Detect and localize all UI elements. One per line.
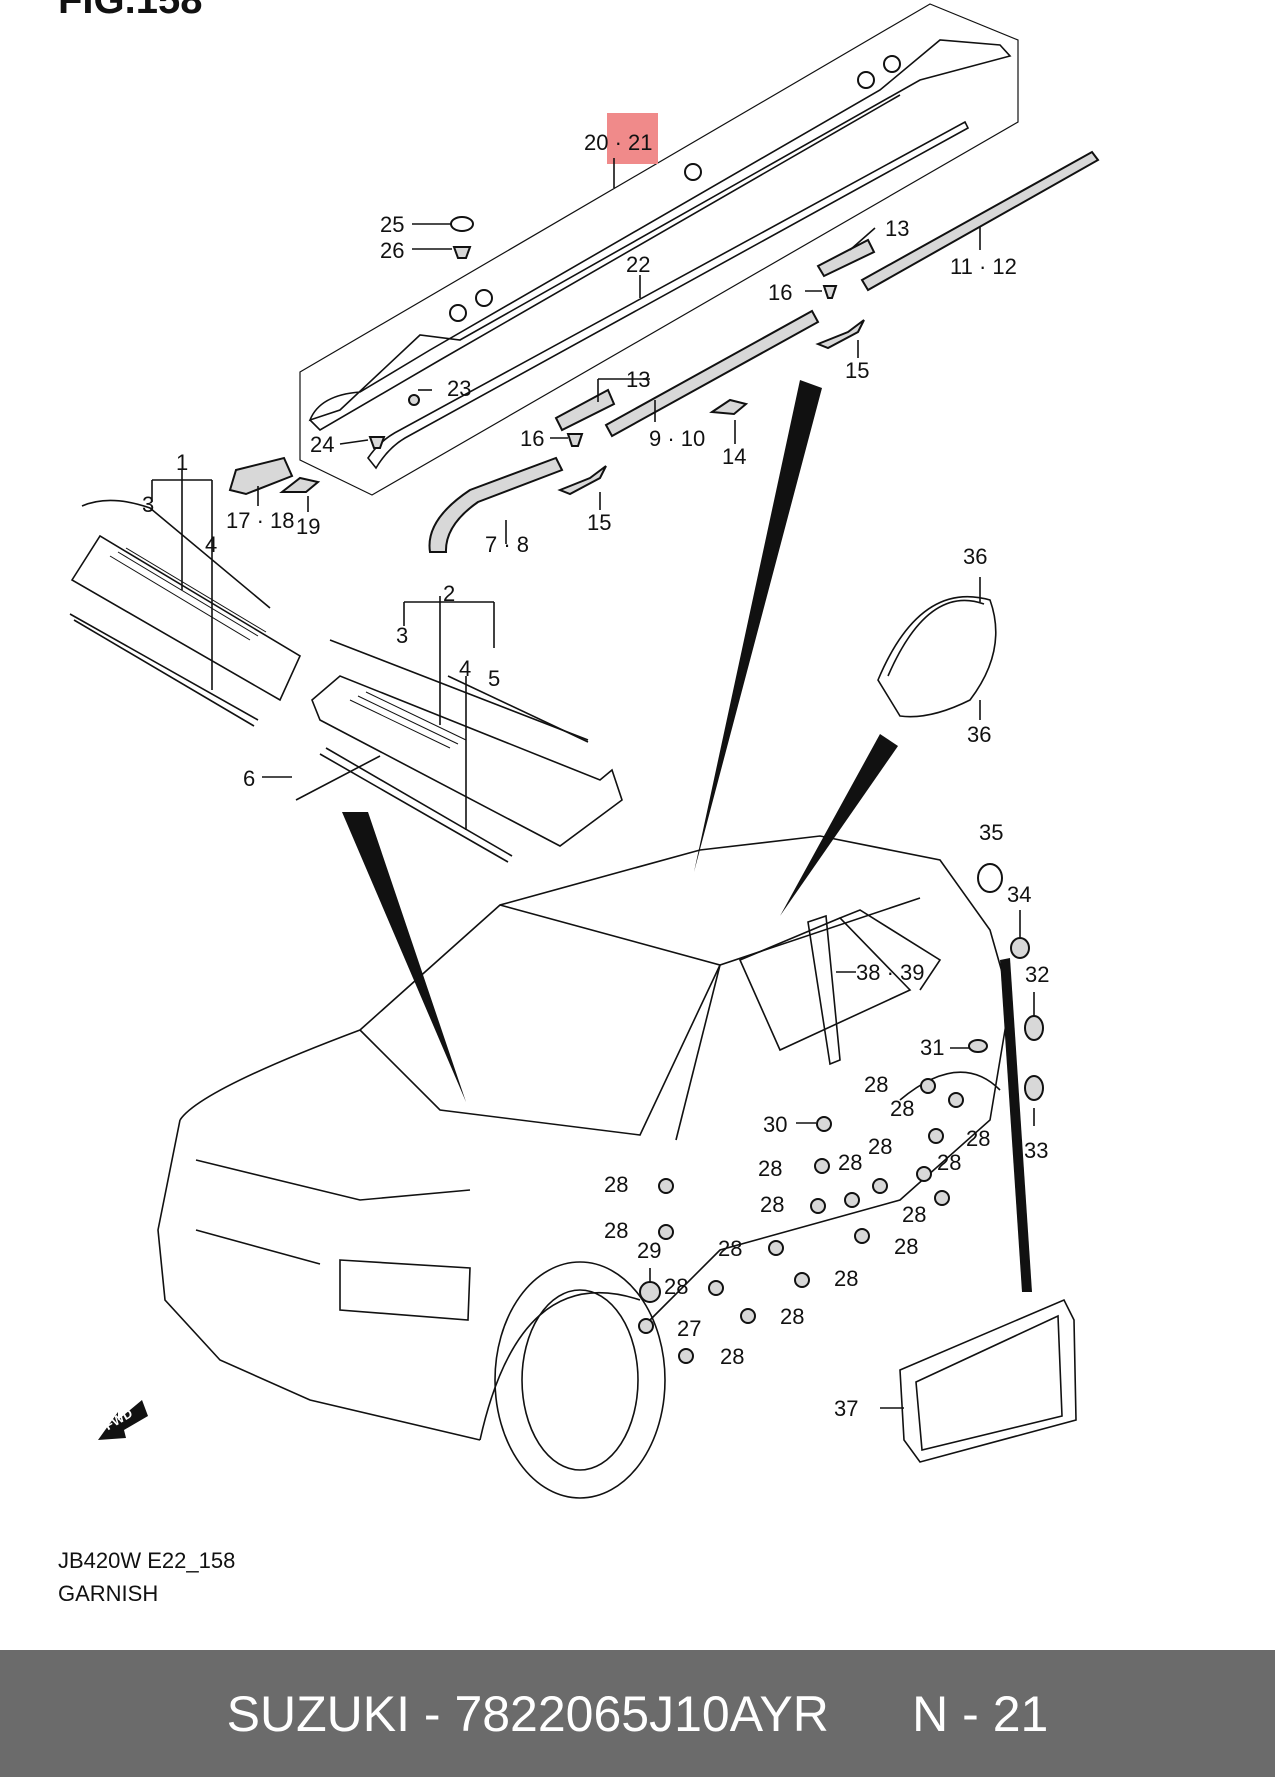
- callout-24: 24: [310, 432, 334, 457]
- callout-36-lower: 36: [967, 722, 991, 747]
- callout-28: 28: [834, 1266, 858, 1291]
- callout-6: 6: [243, 766, 255, 791]
- callout-28: 28: [838, 1150, 862, 1175]
- footer-page: N - 21: [912, 1685, 1049, 1742]
- part-footer: SUZUKI - 7822065J10AYR N - 21: [0, 1650, 1275, 1777]
- callout-28: 28: [902, 1202, 926, 1227]
- callout-38-39: 38 · 39: [856, 960, 925, 985]
- callout-33: 33: [1024, 1138, 1048, 1163]
- callout-30: 30: [763, 1112, 787, 1137]
- callout-labels: 20 · 21 22 23 24 25 26 13 11 · 12 16 15 …: [102, 130, 1050, 1433]
- callout-23: 23: [447, 376, 471, 401]
- cowl-top-garnish-1: [69, 499, 302, 727]
- callout-31: 31: [920, 1035, 944, 1060]
- leader-lines: [151, 158, 1035, 1409]
- callout-13-lower: 13: [626, 367, 650, 392]
- callout-7-8: 7 · 8: [485, 532, 529, 557]
- callout-19: 19: [296, 514, 320, 539]
- callout-4-left: 4: [205, 532, 217, 557]
- callout-4-right: 4: [459, 656, 471, 681]
- figure-caption: JB420W E22_158 GARNISH: [58, 1544, 235, 1610]
- callout-14: 14: [722, 444, 746, 469]
- callout-25: 25: [380, 212, 404, 237]
- callout-27: 27: [677, 1316, 701, 1341]
- parts-diagram: 20 · 21 22 23 24 25 26 13 11 · 12 16 15 …: [69, 3, 1100, 1499]
- callout-26: 26: [380, 238, 404, 263]
- roof-rail-assembly: [228, 3, 1100, 553]
- callout-16-upper: 16: [768, 280, 792, 305]
- callout-35: 35: [979, 820, 1003, 845]
- callout-28: 28: [868, 1134, 892, 1159]
- callout-17-18: 17 · 18: [226, 508, 295, 533]
- footer-gap: [829, 1685, 912, 1743]
- callout-28: 28: [718, 1236, 742, 1261]
- cowl-top-garnish-2: [311, 639, 623, 863]
- callout-37: 37: [834, 1396, 858, 1421]
- callout-28: 28: [966, 1126, 990, 1151]
- side-fasteners: [98, 863, 1077, 1463]
- callout-16-lower: 16: [520, 426, 544, 451]
- highlight-box: [607, 113, 658, 164]
- figure-code: JB420W E22_158: [58, 1548, 236, 1573]
- pointer-wedges: [342, 380, 1032, 1292]
- callout-22: 22: [626, 252, 650, 277]
- callout-15-lower: 15: [587, 510, 611, 535]
- callout-28: 28: [937, 1150, 961, 1175]
- callout-28: 28: [758, 1156, 782, 1181]
- callout-28: 28: [664, 1274, 688, 1299]
- callout-28: 28: [864, 1072, 888, 1097]
- footer-part-number: 7822065J10AYR: [454, 1685, 829, 1742]
- callout-34: 34: [1007, 882, 1031, 907]
- callout-28: 28: [720, 1344, 744, 1369]
- fuel-door: [877, 595, 997, 718]
- callout-3-right: 3: [396, 623, 408, 648]
- callout-15-upper: 15: [845, 358, 869, 383]
- vehicle-outline: [157, 835, 1011, 1499]
- callout-28: 28: [890, 1096, 914, 1121]
- callout-9-10: 9 · 10: [649, 426, 705, 451]
- callout-32: 32: [1025, 962, 1049, 987]
- callout-28: 28: [604, 1172, 628, 1197]
- callout-3-left: 3: [142, 492, 154, 517]
- callout-28: 28: [760, 1192, 784, 1217]
- callout-36-upper: 36: [963, 544, 987, 569]
- footer-brand: SUZUKI: [226, 1685, 410, 1742]
- footer-separator: -: [410, 1685, 455, 1742]
- figure-label: FIG.158: [58, 0, 203, 22]
- callout-28: 28: [894, 1234, 918, 1259]
- callout-1: 1: [176, 450, 188, 475]
- callout-20-21: 20 · 21: [584, 130, 653, 155]
- callout-28: 28: [780, 1304, 804, 1329]
- callout-13-upper: 13: [885, 216, 909, 241]
- callout-5: 5: [488, 666, 500, 691]
- callout-11-12: 11 · 12: [950, 254, 1017, 279]
- figure-name: GARNISH: [58, 1581, 159, 1606]
- callout-29: 29: [637, 1238, 661, 1263]
- callout-28: 28: [604, 1218, 628, 1243]
- callout-2: 2: [443, 581, 455, 606]
